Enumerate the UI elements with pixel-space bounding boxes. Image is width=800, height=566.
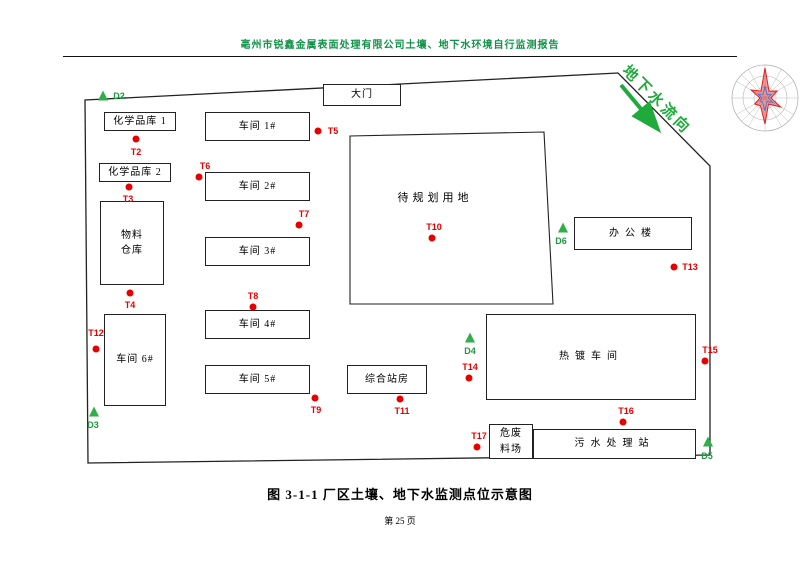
water-point-D2-marker xyxy=(98,90,108,101)
water-point-D4-label: D4 xyxy=(464,346,476,356)
soil-point-T10-label: T10 xyxy=(426,222,442,232)
soil-point-T6-marker xyxy=(195,173,203,181)
soil-point-T16-marker xyxy=(619,418,627,426)
building-chem-store-1: 化学品库 1 xyxy=(104,112,176,131)
building-office-building: 办公楼 xyxy=(574,217,692,250)
soil-point-T12-marker xyxy=(92,345,100,353)
building-workshop-6: 车间 6# xyxy=(104,314,166,406)
header-divider xyxy=(63,56,737,57)
building-gate: 大门 xyxy=(323,84,401,106)
document-header-title: 亳州市锐鑫金属表面处理有限公司土壤、地下水环境自行监测报告 xyxy=(240,40,560,51)
soil-point-T13-label: T13 xyxy=(682,262,698,272)
soil-point-T16-label: T16 xyxy=(618,406,634,416)
building-workshop-4: 车间 4# xyxy=(205,310,310,339)
figure-caption: 图 3-1-1 厂区土壤、地下水监测点位示意图 xyxy=(267,487,533,502)
water-point-D4-marker xyxy=(465,332,475,343)
building-workshop-5: 车间 5# xyxy=(205,365,310,394)
building-workshop-2: 车间 2# xyxy=(205,172,310,201)
soil-point-T11-marker xyxy=(396,395,404,403)
building-workshop-1: 车间 1# xyxy=(205,112,310,141)
water-point-D2-label: D2 xyxy=(113,91,125,101)
soil-point-T3-marker xyxy=(125,183,133,191)
soil-point-T11-label: T11 xyxy=(394,406,410,416)
building-workshop-3: 车间 3# xyxy=(205,237,310,266)
water-point-D3-marker xyxy=(89,406,99,417)
building-galvanizing-workshop: 热镀车间 xyxy=(486,314,696,400)
soil-point-T8-marker xyxy=(249,303,257,311)
soil-point-T15-marker xyxy=(701,357,709,365)
building-chem-store-2: 化学品库 2 xyxy=(99,163,171,182)
page-number: 第 25 页 xyxy=(384,516,416,526)
water-point-D6-label: D6 xyxy=(555,236,567,246)
factory-boundary-outline xyxy=(84,72,711,464)
soil-point-T5-label: T5 xyxy=(327,126,339,136)
soil-point-T13-marker xyxy=(670,263,678,271)
soil-point-T17-marker xyxy=(473,443,481,451)
water-point-D5-marker xyxy=(703,436,713,447)
soil-point-T6-label: T6 xyxy=(199,161,211,171)
soil-point-T5-marker xyxy=(314,127,322,135)
soil-point-T10-marker xyxy=(428,234,436,242)
building-integrated-station: 综合站房 xyxy=(347,365,427,394)
groundwater-flow-arrow xyxy=(619,83,662,134)
planned-land-outline xyxy=(349,131,554,305)
soil-point-T7-marker xyxy=(295,221,303,229)
soil-point-T14-label: T14 xyxy=(462,362,478,372)
soil-point-T7-label: T7 xyxy=(298,209,310,219)
soil-point-T15-label: T15 xyxy=(702,345,718,355)
soil-point-T9-marker xyxy=(311,394,319,402)
soil-point-T4-marker xyxy=(126,289,134,297)
building-planned-land: 待规划用地 xyxy=(397,192,473,205)
soil-point-T8-label: T8 xyxy=(247,291,259,301)
soil-point-T3-label: T3 xyxy=(122,194,134,204)
water-point-D5-label: D5 xyxy=(701,451,713,461)
soil-point-T17-label: T17 xyxy=(471,431,487,441)
soil-point-T14-marker xyxy=(465,374,473,382)
soil-point-T12-label: T12 xyxy=(88,328,104,338)
water-point-D6-marker xyxy=(558,222,568,233)
water-point-D3-label: D3 xyxy=(87,420,99,430)
wind-rose-icon xyxy=(731,64,799,132)
building-hazardous-waste-yard: 危废 料场 xyxy=(489,424,533,459)
soil-point-T4-label: T4 xyxy=(124,300,136,310)
soil-point-T2-label: T2 xyxy=(130,147,142,157)
soil-point-T2-marker xyxy=(132,135,140,143)
building-material-warehouse: 物料 仓库 xyxy=(100,201,164,285)
soil-point-T9-label: T9 xyxy=(310,405,322,415)
building-sewage-treatment: 污水处理站 xyxy=(533,429,696,459)
